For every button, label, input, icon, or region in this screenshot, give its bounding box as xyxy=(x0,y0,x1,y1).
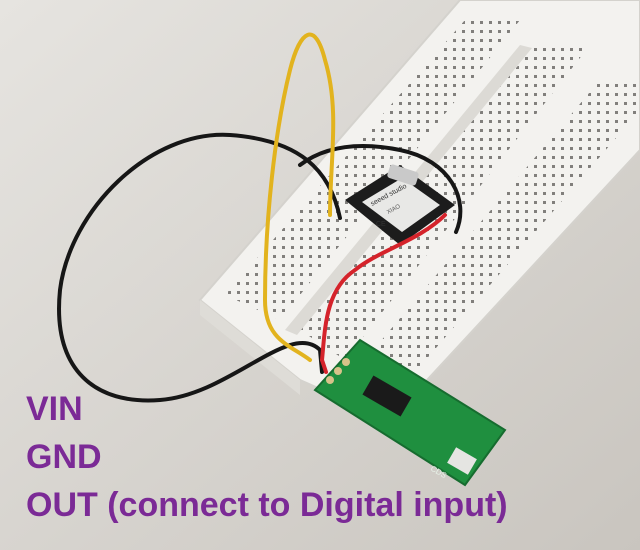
radar-sensor-module: CDS xyxy=(313,338,507,487)
board-ce-mark: CE xyxy=(376,221,386,228)
vin-label: VIN xyxy=(26,390,83,428)
gnd-label: GND xyxy=(26,438,102,476)
out-label: OUT (connect to Digital input) xyxy=(26,486,508,524)
red-wire xyxy=(320,213,447,362)
xiao-mcu-board: seeed studio XIAO CE xyxy=(345,164,455,245)
black-wire xyxy=(57,132,342,403)
yellow-wire xyxy=(262,32,336,362)
red-wire-stub xyxy=(320,358,328,374)
black-wire-2 xyxy=(298,143,463,234)
